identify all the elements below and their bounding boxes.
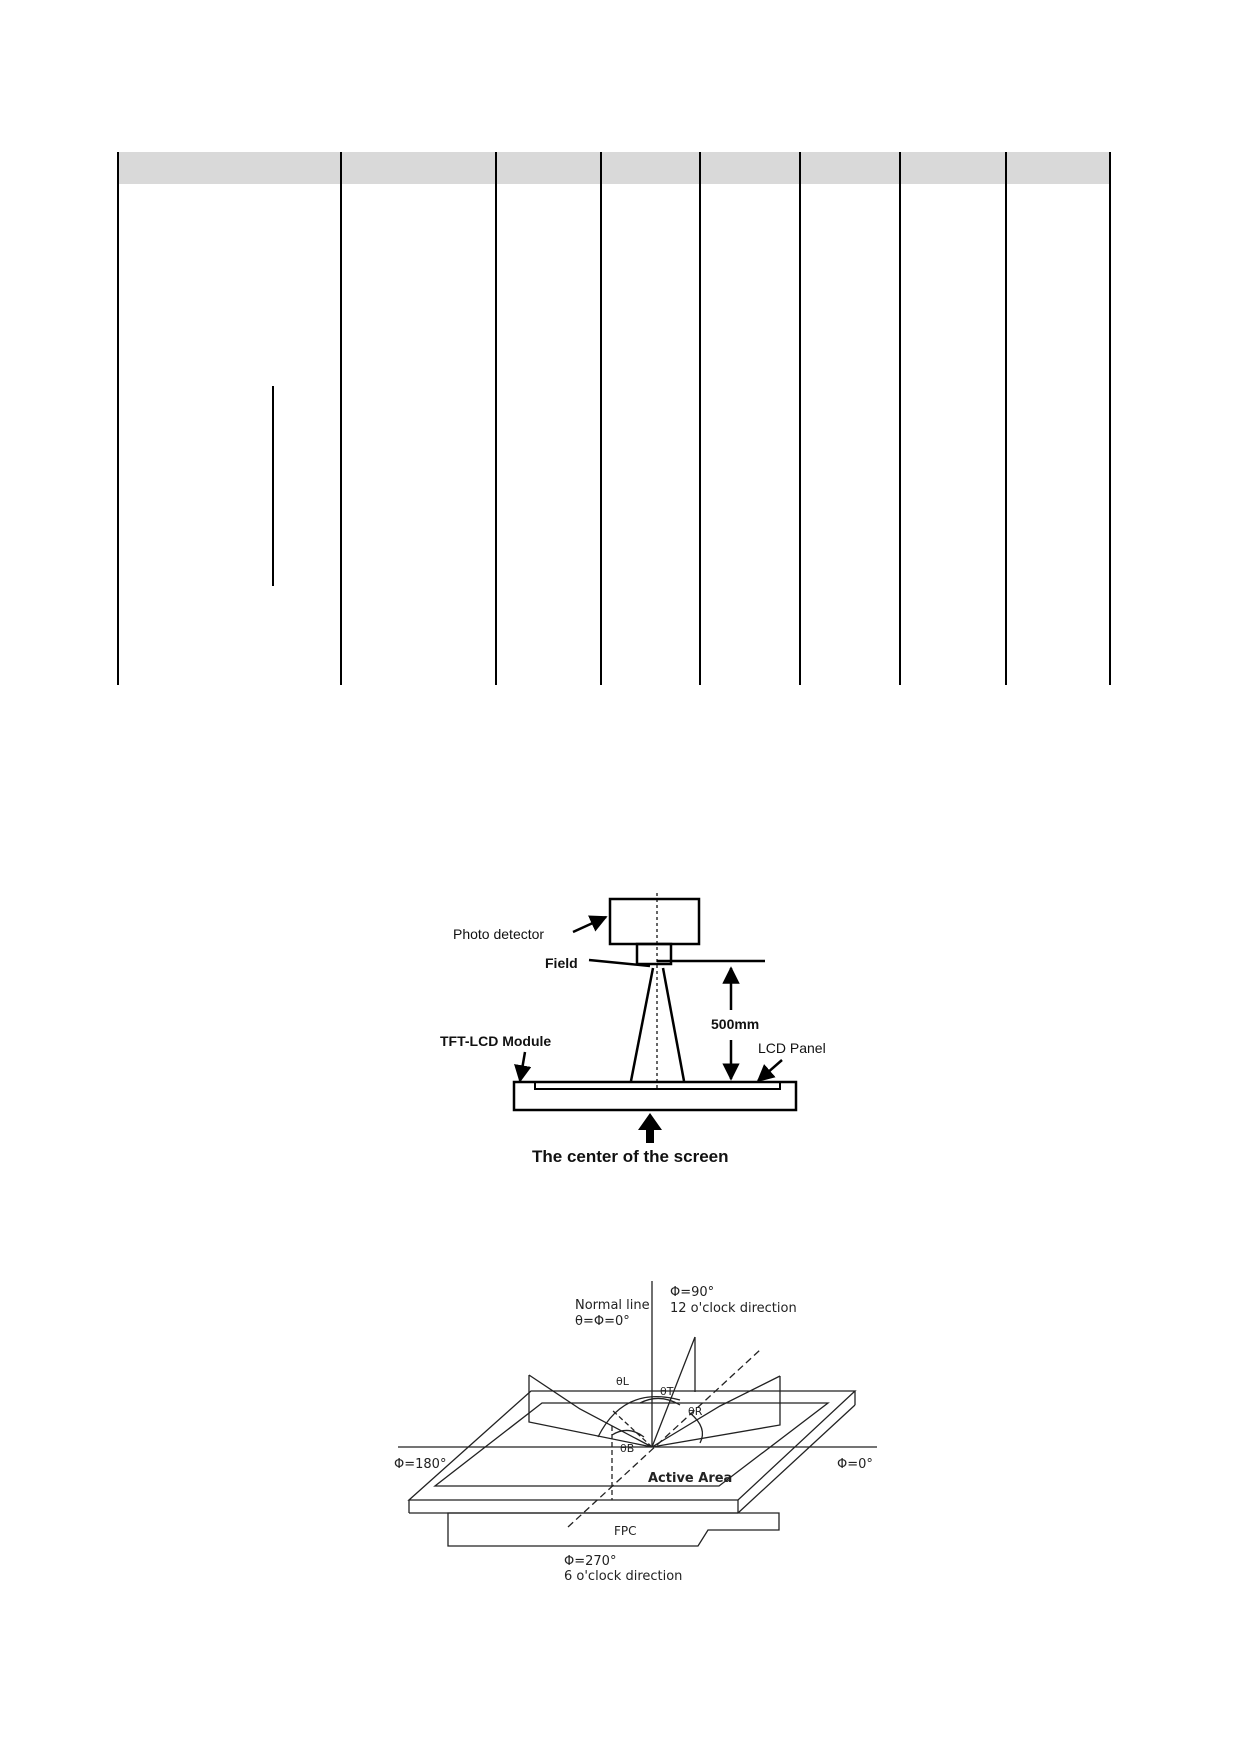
table-header-row — [118, 152, 1110, 184]
phi-180-label: Φ=180° — [394, 1457, 446, 1472]
right-view-cone — [651, 1375, 781, 1448]
lcd-panel-pointer — [756, 1059, 783, 1083]
field-cone-right — [661, 967, 686, 1082]
active-area-outline — [433, 1402, 830, 1487]
photo-detector-lens — [635, 942, 673, 966]
theta-r-label: θR — [688, 1405, 703, 1418]
distance-label: 500mm — [711, 1016, 759, 1032]
normal-eq-label: θ=Φ=0° — [575, 1314, 630, 1329]
screen-center-arrow — [638, 1113, 662, 1143]
theta-l-arc — [597, 1396, 681, 1438]
phi-90-label: Φ=90° — [670, 1285, 714, 1300]
phi-270-label: Φ=270° — [564, 1554, 616, 1569]
spec-table — [117, 152, 1111, 685]
tft-module-body — [512, 1080, 798, 1112]
theta-t-arc — [639, 1397, 681, 1406]
diagonal-axis — [567, 1349, 761, 1528]
theta-t-label: θT — [660, 1385, 674, 1398]
phi-0-label: Φ=0° — [837, 1457, 873, 1472]
tft-module-pointer — [514, 1051, 532, 1083]
six-oclock-label: 6 o'clock direction — [564, 1569, 682, 1584]
lcd-panel-label: LCD Panel — [758, 1040, 826, 1056]
field-pointer — [588, 958, 651, 968]
field-cone-left — [629, 967, 655, 1082]
theta-b-arc — [611, 1429, 645, 1438]
photo-detector-box — [608, 897, 701, 946]
lcd-panel-plate — [534, 1081, 781, 1090]
tft-module-label: TFT-LCD Module — [440, 1033, 551, 1049]
left-view-cone — [528, 1374, 653, 1448]
fpc-label: FPC — [614, 1524, 637, 1538]
photo-detector-label: Photo detector — [453, 926, 544, 942]
field-label: Field — [545, 955, 578, 971]
active-area-label: Active Area — [648, 1471, 732, 1486]
center-caption: The center of the screen — [532, 1147, 729, 1166]
normal-line-label: Normal line — [575, 1298, 650, 1313]
theta-b-label: θB — [620, 1442, 634, 1455]
twelve-oclock-label: 12 o'clock direction — [670, 1301, 797, 1316]
theta-l-label: θL — [616, 1375, 630, 1388]
table-column-lines — [117, 152, 1111, 685]
theta-r-arc — [689, 1412, 704, 1444]
panel-top-face — [407, 1390, 857, 1501]
photo-detector-pointer — [572, 915, 608, 934]
fpc-tab — [447, 1512, 780, 1547]
